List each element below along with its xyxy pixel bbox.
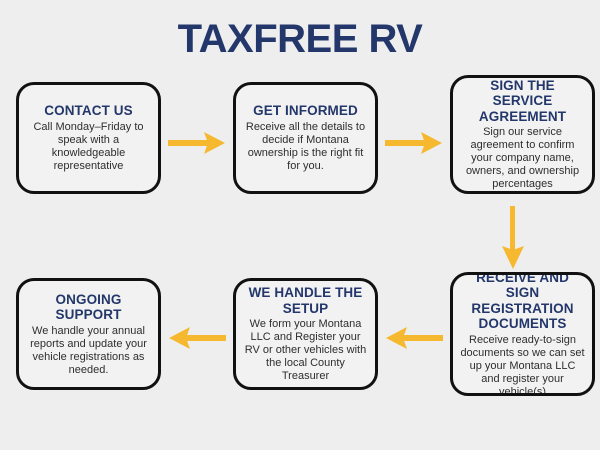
step-body-we-handle-setup: We form your Montana LLC and Register yo… (244, 318, 367, 382)
step-box-get-informed[interactable]: GET INFORMED Receive all the details to … (233, 82, 378, 194)
step-title-get-informed: GET INFORMED (253, 103, 358, 119)
arrow-right-icon (385, 132, 442, 154)
step-title-we-handle-setup: WE HANDLE THE SETUP (248, 285, 363, 316)
step-title-ongoing-support: ONGOING SUPPORT (55, 291, 122, 323)
step-box-sign-agreement[interactable]: SIGN THE SERVICE AGREEMENT Sign our serv… (450, 75, 595, 194)
step-box-ongoing-support[interactable]: ONGOING SUPPORT We handle your annual re… (16, 278, 161, 390)
arrow-right-icon (168, 132, 225, 154)
arrow-down-icon (502, 206, 524, 269)
step-box-contact-us[interactable]: CONTACT US Call Monday–Friday to speak w… (16, 82, 161, 194)
step-body-get-informed: Receive all the details to decide if Mon… (245, 120, 366, 172)
arrow-left-icon (386, 327, 443, 349)
step-body-sign-agreement: Sign our service agreement to confirm yo… (465, 126, 580, 191)
step-box-receive-sign[interactable]: RECEIVE AND SIGN REGISTRATION DOCUMENTS … (450, 272, 595, 396)
step-title-sign-agreement: SIGN THE SERVICE AGREEMENT (478, 77, 567, 124)
step-body-contact-us: Call Monday–Friday to speak with a knowl… (33, 120, 144, 172)
step-title-receive-sign: RECEIVE AND SIGN REGISTRATION DOCUMENTS (471, 272, 574, 331)
page-title: TAXFREE RV (177, 17, 423, 61)
arrow-left-icon (169, 327, 226, 349)
step-body-ongoing-support: We handle your annual reports and update… (30, 324, 147, 376)
step-box-we-handle-setup[interactable]: WE HANDLE THE SETUP We form your Montana… (233, 278, 378, 390)
step-title-contact-us: CONTACT US (44, 103, 133, 119)
step-body-receive-sign: Receive ready-to-sign documents so we ca… (460, 333, 585, 396)
